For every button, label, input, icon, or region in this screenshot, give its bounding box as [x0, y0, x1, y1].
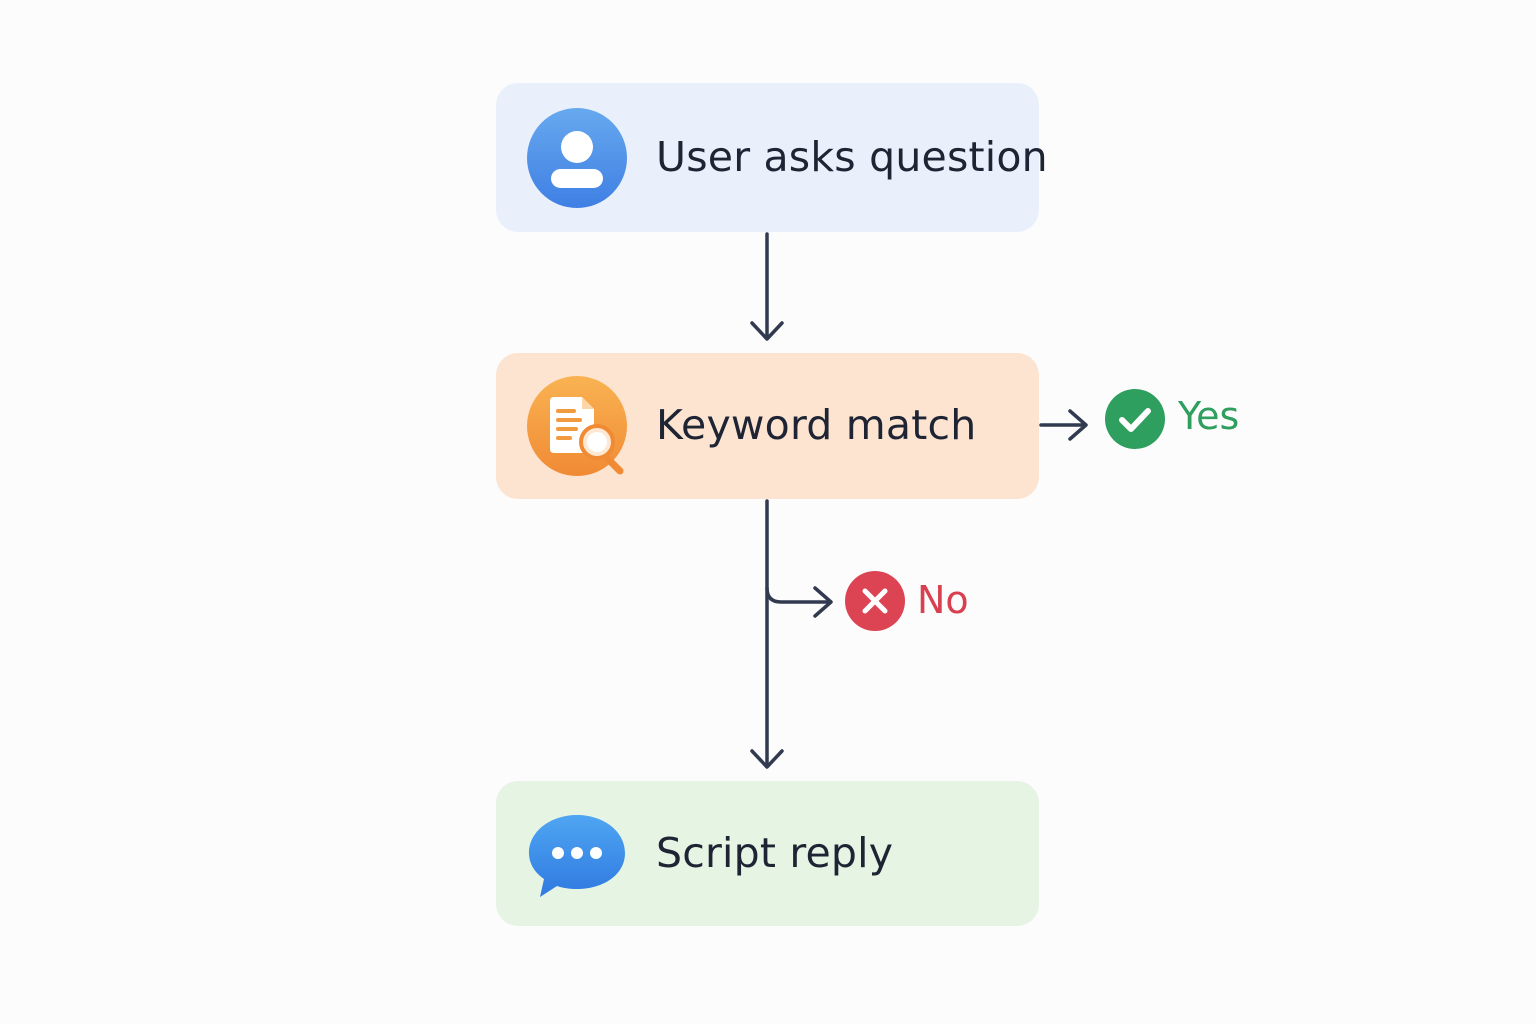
node-user-asks-question: User asks question — [496, 83, 1048, 232]
arrow-keyword-to-script — [750, 499, 784, 769]
arrow-branch-to-no — [765, 586, 833, 618]
node-label: User asks question — [656, 132, 1048, 181]
check-circle-icon — [1105, 389, 1165, 449]
yes-label: Yes — [1178, 394, 1240, 438]
no-label: No — [917, 578, 969, 622]
node-script-reply: Script reply — [496, 781, 1039, 926]
node-label: Keyword match — [656, 401, 977, 450]
arrow-keyword-to-yes — [1039, 409, 1088, 441]
user-icon — [527, 107, 627, 208]
node-keyword-match: Keyword match — [496, 353, 1039, 499]
document-search-icon — [527, 376, 627, 476]
node-label: Script reply — [656, 828, 894, 877]
chat-bubble-icon — [529, 814, 625, 897]
arrow-user-to-keyword — [750, 232, 784, 341]
x-circle-icon — [845, 571, 905, 631]
